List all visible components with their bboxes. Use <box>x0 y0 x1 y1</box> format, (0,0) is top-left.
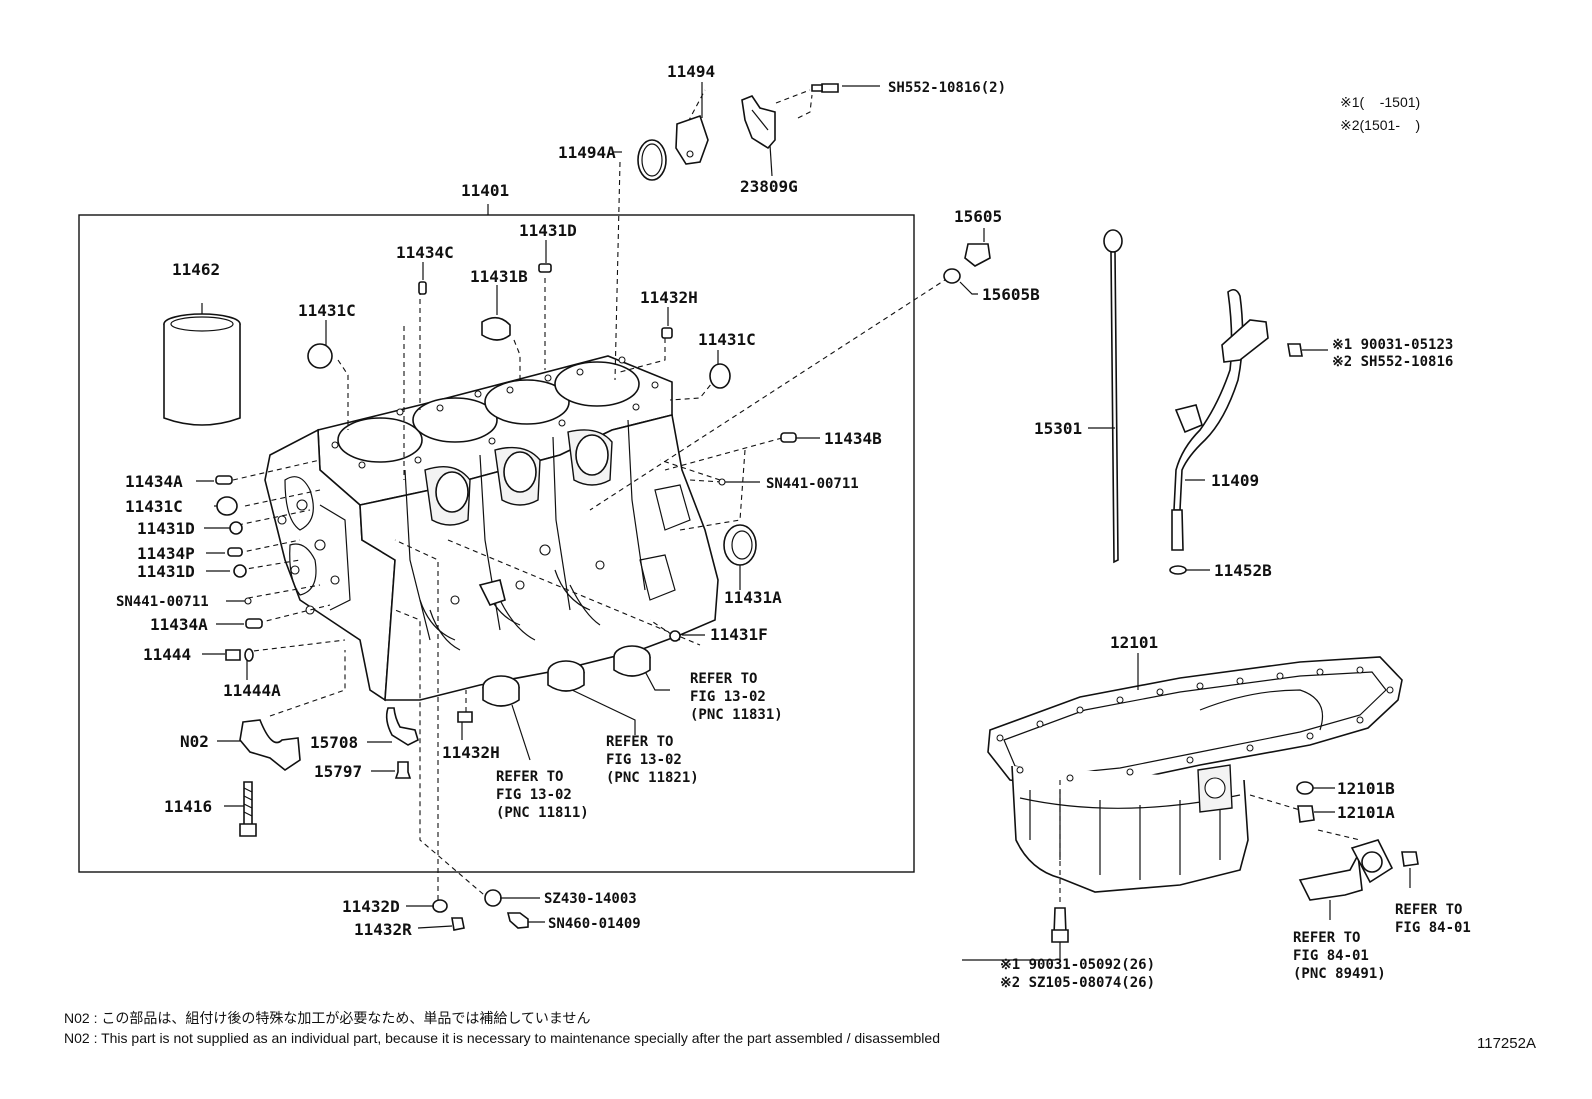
label-11431c-right: 11431C <box>698 330 756 349</box>
label-11434a-2: 11434A <box>150 615 208 634</box>
label-11452b: 11452B <box>1214 561 1272 580</box>
label-11444: 11444 <box>143 645 191 664</box>
drain-plug-15605 <box>943 228 991 295</box>
label-15301: 15301 <box>1034 419 1082 438</box>
label-11431d-1: 11431D <box>137 519 195 538</box>
label-11444a: 11444A <box>223 681 281 700</box>
legend-line-2: ※2(1501- ) <box>1340 117 1420 133</box>
label-11409: 11409 <box>1211 471 1259 490</box>
label-11432d: 11432D <box>342 897 400 916</box>
leader-lines <box>196 82 949 901</box>
label-11416: 11416 <box>164 797 212 816</box>
cylinder-block-frame <box>78 214 915 873</box>
label-15605: 15605 <box>954 207 1002 226</box>
footnote-jp: N02 : この部品は、組付け後の特殊な加工が必要なため、単品では補給していませ… <box>64 1010 591 1026</box>
label-dipstick-bolt-1: ※1 90031-05123 <box>1332 337 1453 353</box>
label-11431c-side: 11431C <box>125 497 183 516</box>
label-11431d-top: 11431D <box>519 221 577 240</box>
refer-11821: REFER TO FIG 13-02 (PNC 11821) <box>606 734 699 786</box>
refer-8401: REFER TO FIG 84-01 <box>1395 902 1471 936</box>
label-11494: 11494 <box>667 62 715 81</box>
crank-bearings <box>482 645 651 707</box>
cylinder-block <box>264 355 719 702</box>
footnote-en: N02 : This part is not supplied as an in… <box>64 1030 940 1046</box>
label-12101: 12101 <box>1110 633 1158 652</box>
label-11431c-left: 11431C <box>298 301 356 320</box>
label-11432h-top: 11432H <box>640 288 698 307</box>
label-11431d-2: 11431D <box>137 562 195 581</box>
refer-11811: REFER TO FIG 13-02 (PNC 11811) <box>496 769 589 821</box>
refer-89491: REFER TO FIG 84-01 (PNC 89491) <box>1293 930 1386 982</box>
label-11432h-bottom: 11432H <box>442 743 500 762</box>
label-sh552-10816: SH552-10816(2) <box>888 80 1006 96</box>
footnotes: N02 : この部品は、組付け後の特殊な加工が必要なため、単品では補給していませ… <box>64 1010 1536 1052</box>
block-small-parts <box>163 83 839 931</box>
label-pan-bolt-1: ※1 90031-05092(26) <box>1000 957 1155 973</box>
label-sn460: SN460-01409 <box>548 916 641 932</box>
cylinder-liner <box>163 313 241 426</box>
label-11434a-1: 11434A <box>125 472 183 491</box>
variant-legend: ※1( -1501) ※2(1501- ) <box>1340 94 1420 133</box>
label-n02: N02 <box>180 732 209 751</box>
figure-number: 117252A <box>1477 1035 1536 1052</box>
legend-line-1: ※1( -1501) <box>1340 94 1420 110</box>
label-12101a: 12101A <box>1337 803 1395 822</box>
label-11432r: 11432R <box>354 920 412 939</box>
part-labels: 11494 11494A 23809G SH552-10816(2) 11401… <box>116 62 1453 991</box>
oil-strainer <box>1298 829 1419 920</box>
label-sn441-right: SN441-00711 <box>766 476 859 492</box>
label-11431f: 11431F <box>710 625 768 644</box>
refer-11831: REFER TO FIG 13-02 (PNC 11831) <box>690 671 783 723</box>
label-sz430: SZ430-14003 <box>544 891 637 907</box>
oil-pan <box>987 653 1403 960</box>
label-11434p: 11434P <box>137 544 195 563</box>
dipstick-guide <box>1169 288 1328 575</box>
label-dipstick-bolt-2: ※2 SH552-10816 <box>1332 354 1453 370</box>
label-11462: 11462 <box>172 260 220 279</box>
refer-to-notes: REFER TO FIG 13-02 (PNC 11831) REFER TO … <box>496 671 1471 982</box>
label-11431b: 11431B <box>470 267 528 286</box>
label-15797: 15797 <box>314 762 362 781</box>
label-11494a: 11494A <box>558 143 616 162</box>
label-11434c: 11434C <box>396 243 454 262</box>
label-11434b: 11434B <box>824 429 882 448</box>
label-11401: 11401 <box>461 181 509 200</box>
label-12101b: 12101B <box>1337 779 1395 798</box>
label-sn441-left: SN441-00711 <box>116 594 209 610</box>
label-15605b: 15605B <box>982 285 1040 304</box>
label-11431a: 11431A <box>724 588 782 607</box>
label-pan-bolt-2: ※2 SZ105-08074(26) <box>1000 975 1155 991</box>
label-15708: 15708 <box>310 733 358 752</box>
dipstick <box>1088 229 1123 564</box>
label-23809g: 23809G <box>740 177 798 196</box>
